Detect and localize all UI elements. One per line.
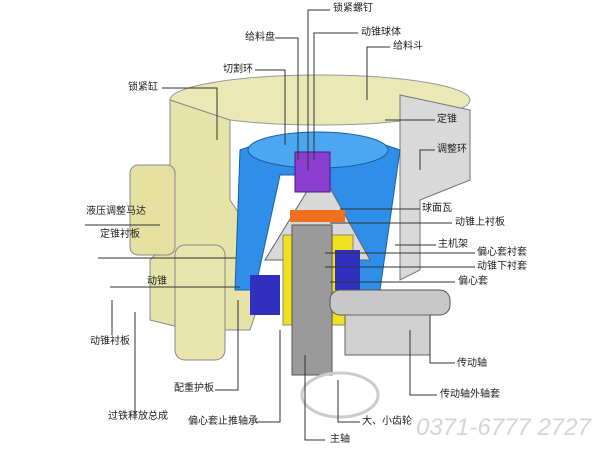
label-mantle-lower-bushing: 动锥下衬套 — [477, 261, 527, 272]
label-eccentric-bushing: 偏心套衬套 — [477, 247, 527, 258]
label-mantle-ball: 动锥球体 — [361, 27, 401, 38]
label-cutting-ring: 切割环 — [223, 64, 253, 75]
label-thrust-bearing: 偏心套止推轴承 — [188, 416, 258, 427]
label-fixed-cone-liner: 定锥衬板 — [100, 229, 140, 240]
label-main-frame: 主机架 — [438, 239, 468, 250]
label-counterweight-guard: 配重护板 — [174, 383, 214, 394]
drive-shaft-shape — [329, 289, 451, 316]
label-hydraulic-motor: 液压调整马达 — [86, 206, 146, 217]
counterweight-shape — [250, 275, 280, 315]
label-moving-cone: 动锥 — [147, 276, 167, 287]
phone-watermark: 0371-6777 2727 — [416, 414, 591, 441]
label-main-shaft: 主轴 — [330, 434, 350, 445]
label-drive-shaft: 传动轴 — [457, 358, 487, 369]
label-mantle-liner: 动锥衬板 — [90, 336, 130, 347]
label-drive-shaft-housing: 传动轴外轴套 — [440, 389, 500, 400]
label-feed-hopper: 给料斗 — [393, 41, 423, 52]
label-spherical-bearing: 球面瓦 — [422, 203, 452, 214]
label-mantle-upper-liner: 动锥上衬板 — [455, 217, 505, 228]
bushing-shape — [335, 250, 360, 290]
label-feed-plate: 给料盘 — [245, 32, 275, 43]
upper-liner-shape — [290, 210, 345, 222]
logo-watermark — [300, 371, 380, 419]
housing-right — [399, 94, 471, 281]
drive-shaft-housing-shape — [344, 314, 431, 356]
mantle-ball-shape — [294, 151, 331, 193]
label-gears: 大、小齿轮 — [362, 416, 412, 427]
label-fixed-cone: 定锥 — [437, 114, 457, 125]
leader-lines — [85, 9, 475, 441]
main-shaft-shape — [291, 224, 333, 376]
label-eccentric-sleeve: 偏心套 — [458, 276, 488, 287]
hydraulic-motor — [129, 164, 176, 256]
label-tramp-release: 过铁释放总成 — [108, 411, 168, 422]
label-lock-screw: 锁紧螺钉 — [333, 3, 373, 14]
tramp-release-cylinder — [174, 244, 226, 361]
label-adjust-ring: 调整环 — [437, 144, 467, 155]
label-lock-cylinder: 锁紧缸 — [128, 82, 158, 93]
